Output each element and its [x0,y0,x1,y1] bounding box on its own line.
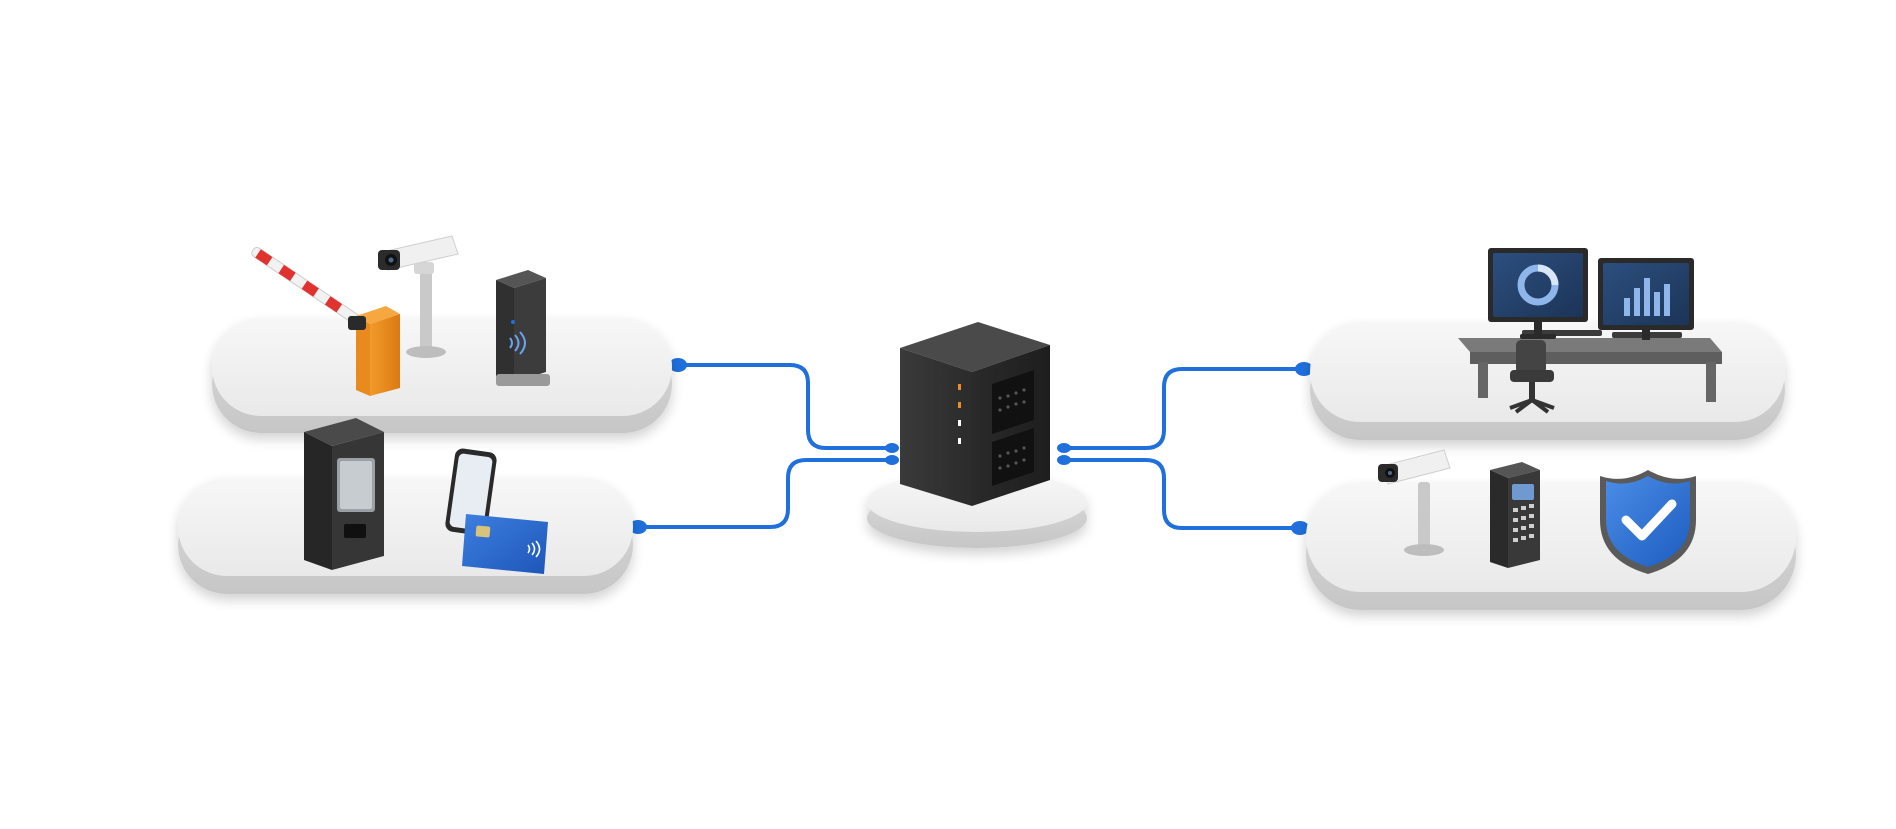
connector-node-1 [669,358,687,372]
server-status-led [958,438,961,444]
connector-node-4 [1291,521,1309,535]
connector-node-2 [629,520,647,534]
monitor-donut-chart-icon [1488,248,1588,339]
shield-check-icon [1600,470,1696,574]
credit-card-icon [462,514,548,574]
keypad-icon [1490,462,1540,568]
monitor-bar-chart-icon [1598,258,1694,340]
server-status-led [958,420,961,426]
platform-parking-entry [212,318,672,433]
connector-node-3 [1295,362,1313,376]
cable-security-cluster [1064,458,1302,530]
server-status-leds [958,384,961,444]
cable-parking-entry [676,363,892,450]
smartphone-icon [445,448,497,536]
connector-hub-3 [1057,443,1071,453]
connector-hub-4 [1057,455,1071,465]
connector-hub-2 [885,455,899,465]
connection-cables [636,363,1306,530]
cable-connectors [629,358,1313,535]
server-status-led [958,402,961,408]
platform-security-cluster [1306,482,1796,610]
nfc-reader-icon [496,270,550,386]
server-tower-icon [900,322,1050,506]
security-camera-icon [1378,449,1451,556]
office-chair-icon [1509,340,1555,414]
server-status-led [958,384,961,390]
cable-monitoring-desk [1064,367,1306,450]
barrier-gate-icon [251,246,400,396]
platform-payment-station [178,478,633,594]
cable-payment-station [636,458,892,529]
server-vent-dots [998,388,1026,470]
payment-kiosk-icon [304,418,384,570]
connector-hub-1 [885,443,899,453]
security-camera-icon [378,235,459,358]
server-vent-grille [992,370,1034,486]
